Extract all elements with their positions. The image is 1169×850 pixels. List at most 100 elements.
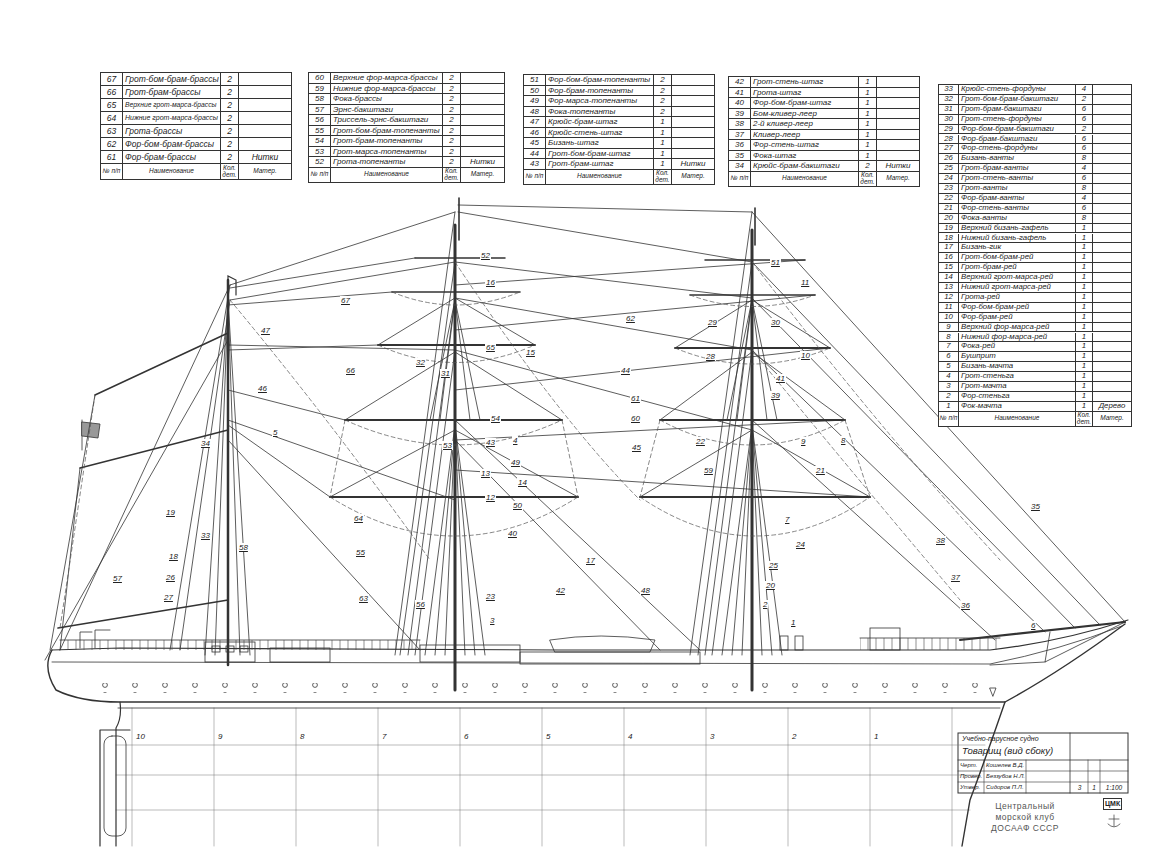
- table-cell: [1093, 144, 1131, 154]
- row-number: 38: [735, 119, 744, 129]
- part-name: Фока-ванты: [961, 214, 1007, 223]
- table-cell: [1093, 293, 1131, 303]
- table-cell: [461, 105, 504, 116]
- table-cell: 1: [1076, 382, 1093, 392]
- table-cell: 1: [1076, 253, 1093, 263]
- table-cell: [877, 77, 919, 88]
- table-cell: 23: [939, 184, 959, 194]
- table-cell: [1093, 372, 1131, 382]
- table-header: Кол. дет.: [860, 172, 876, 186]
- table-cell: [1093, 204, 1131, 214]
- table-cell: 6: [1076, 115, 1093, 125]
- table-cell: 1: [1076, 313, 1093, 323]
- table-cell: 1: [1076, 283, 1093, 293]
- table-cell: 34: [729, 161, 751, 172]
- row-number: 26: [944, 154, 953, 163]
- callout-number: 11: [800, 278, 810, 287]
- table-cell: 59: [309, 84, 331, 95]
- table-header-cell: Наименование: [959, 412, 1076, 426]
- table-header-cell: Кол. дет.: [859, 172, 877, 186]
- table-cell: [1093, 164, 1131, 174]
- row-number: 49: [530, 96, 539, 106]
- callout-number: 51: [770, 258, 781, 267]
- quantity: 1: [1082, 303, 1086, 312]
- table-header: Матер.: [240, 168, 290, 175]
- table-cell: Фор-брам-топенанты: [546, 86, 654, 97]
- table-cell: 2: [654, 86, 672, 97]
- table-cell: Грот-марса-топенанты: [331, 147, 443, 158]
- quantity: 6: [1082, 115, 1086, 124]
- callout-number: 7: [784, 515, 790, 524]
- callout-number: 37: [950, 573, 961, 582]
- table-cell: Крюйс-стень-фордуны: [959, 85, 1076, 95]
- table-cell: 1: [1076, 342, 1093, 352]
- table-cell: 1: [859, 130, 877, 141]
- part-name: Грот-стень-штаг: [753, 77, 823, 87]
- table-cell: 8: [1076, 154, 1093, 164]
- material: Нитки: [680, 159, 705, 169]
- table-cell: Фор-бом-брам-рей: [959, 303, 1076, 313]
- table-cell: [877, 119, 919, 130]
- callout-number: 4: [512, 436, 518, 445]
- part-name: Грота-брассы: [125, 125, 182, 137]
- callout-number: 12: [485, 493, 496, 502]
- table-cell: Верхние фор-марса-брассы: [331, 73, 443, 84]
- row-number: 39: [735, 109, 744, 119]
- table-cell: 1: [1076, 224, 1093, 234]
- table-cell: [1093, 115, 1131, 125]
- row-number: 3: [946, 382, 950, 391]
- table-header-cell: № п/п: [101, 164, 123, 179]
- table-cell: 8: [1076, 184, 1093, 194]
- row-number: 21: [944, 204, 953, 213]
- quantity: 1: [1082, 372, 1086, 381]
- row-number: 22: [944, 194, 953, 203]
- table-cell: 36: [729, 140, 751, 151]
- scale: 1:100: [1101, 784, 1127, 791]
- part-name: Грот-брам-рей: [961, 263, 1017, 272]
- table-cell: 18: [939, 234, 959, 244]
- table-cell: Грота-брассы: [123, 125, 221, 138]
- callout-number: 15: [525, 348, 536, 357]
- table-header-cell: Наименование: [546, 170, 654, 184]
- row-number: 46: [530, 128, 539, 138]
- table-cell: Фор-стень-штаг: [751, 140, 859, 151]
- quantity: 1: [1082, 253, 1086, 262]
- quantity: 2: [449, 115, 453, 125]
- table-cell: 46: [524, 128, 546, 139]
- parts-table: 51Фор-бом-брам-топенанты250Фор-брам-топе…: [523, 74, 715, 185]
- row-number: 18: [944, 234, 953, 243]
- table-cell: 2: [443, 84, 461, 95]
- table-header-cell: Наименование: [751, 172, 859, 186]
- table-cell: [461, 84, 504, 95]
- table-cell: 32: [939, 95, 959, 105]
- row-number: 43: [530, 159, 539, 169]
- row-number: 28: [944, 135, 953, 144]
- frame-number: 9: [217, 732, 223, 741]
- row-number: 12: [944, 293, 953, 302]
- quantity: 1: [1082, 352, 1086, 361]
- part-name: Крюйс-брам-бакштаги: [753, 161, 840, 171]
- part-name: Нижние фор-марса-брассы: [333, 84, 435, 94]
- callout-number: 60: [630, 414, 641, 423]
- callout-number: 26: [165, 573, 176, 582]
- table-cell: 4: [1076, 194, 1093, 204]
- table-cell: Верхний грот-марса-рей: [959, 273, 1076, 283]
- part-name: Грот-брам-брассы: [125, 86, 201, 98]
- part-name: Фор-бом-брам-брассы: [125, 138, 214, 150]
- callout-number: 58: [238, 543, 249, 552]
- signature-name: Беззубов Н.Л.: [986, 773, 1025, 780]
- table-cell: Дерево: [1093, 402, 1131, 412]
- row-number: 31: [944, 105, 953, 114]
- table-cell: [461, 73, 504, 84]
- table-cell: [1093, 105, 1131, 115]
- part-name: Грот-бом-брам-топенанты: [333, 126, 440, 136]
- table-cell: [1093, 194, 1131, 204]
- table-cell: [461, 126, 504, 137]
- frame-number: 1: [873, 732, 879, 741]
- table-cell: [672, 117, 714, 128]
- part-name: Грота-штаг: [753, 88, 801, 98]
- table-cell: 2: [443, 126, 461, 137]
- row-number: 60: [315, 73, 324, 83]
- callout-number: 30: [770, 318, 781, 327]
- table-cell: 1: [859, 140, 877, 151]
